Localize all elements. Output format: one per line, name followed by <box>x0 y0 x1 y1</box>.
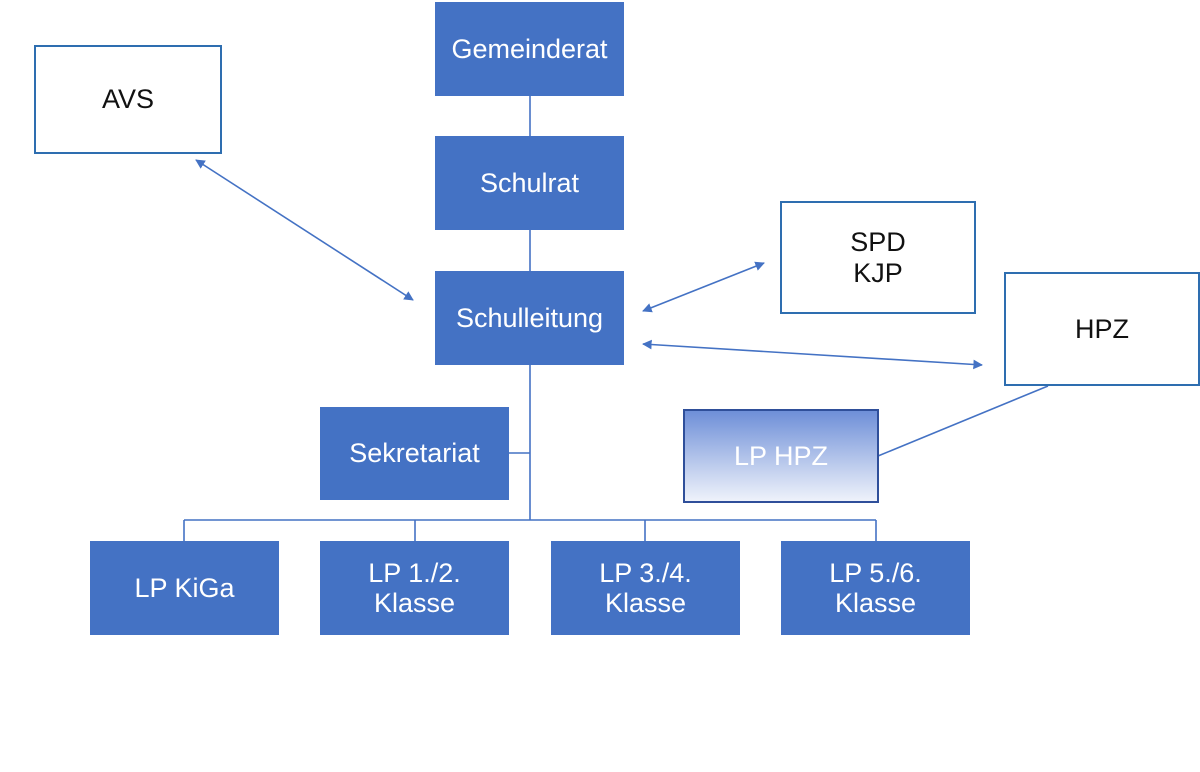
arrow-schulleitung-spd-kjp <box>642 261 765 313</box>
node-gemeinderat-label: Gemeinderat <box>451 33 608 64</box>
node-lp-hpz: LP HPZ <box>683 409 879 503</box>
node-hpz-label: HPZ <box>1075 313 1129 344</box>
node-schulleitung-label: Schulleitung <box>455 302 604 333</box>
node-lp-56: LP 5./6.Klasse <box>781 541 970 635</box>
node-schulrat: Schulrat <box>435 136 624 230</box>
node-lp-12: LP 1./2.Klasse <box>320 541 509 635</box>
node-lp-34: LP 3./4.Klasse <box>551 541 740 635</box>
node-avs: AVS <box>34 45 222 154</box>
arrow-schulleitung-hpz <box>642 339 983 370</box>
arrow-avs-schulleitung <box>195 159 414 301</box>
node-lp-kiga: LP KiGa <box>90 541 279 635</box>
node-lp-12-label: Klasse <box>373 588 456 618</box>
node-lp-kiga-label: LP KiGa <box>134 572 235 603</box>
node-schulrat-label: Schulrat <box>479 167 580 198</box>
node-avs-label: AVS <box>101 84 155 115</box>
connector-hpz-lp-hpz <box>877 385 1049 457</box>
node-sekretariat: Sekretariat <box>320 407 509 500</box>
node-schulleitung: Schulleitung <box>435 271 624 365</box>
node-gemeinderat: Gemeinderat <box>435 2 624 96</box>
node-lp-12-label: LP 1./2. <box>368 557 461 588</box>
node-lp-34-label: LP 3./4. <box>599 557 692 588</box>
node-spd-kjp-label: KJP <box>853 257 903 288</box>
node-hpz: HPZ <box>1004 272 1200 386</box>
node-lp-hpz-label: LP HPZ <box>733 440 829 471</box>
node-lp-56-label: LP 5./6. <box>829 557 922 588</box>
node-lp-56-label: Klasse <box>834 588 917 618</box>
node-sekretariat-label: Sekretariat <box>349 438 480 469</box>
node-lp-34-label: Klasse <box>604 588 687 618</box>
node-spd-kjp-label: SPD <box>850 227 906 258</box>
